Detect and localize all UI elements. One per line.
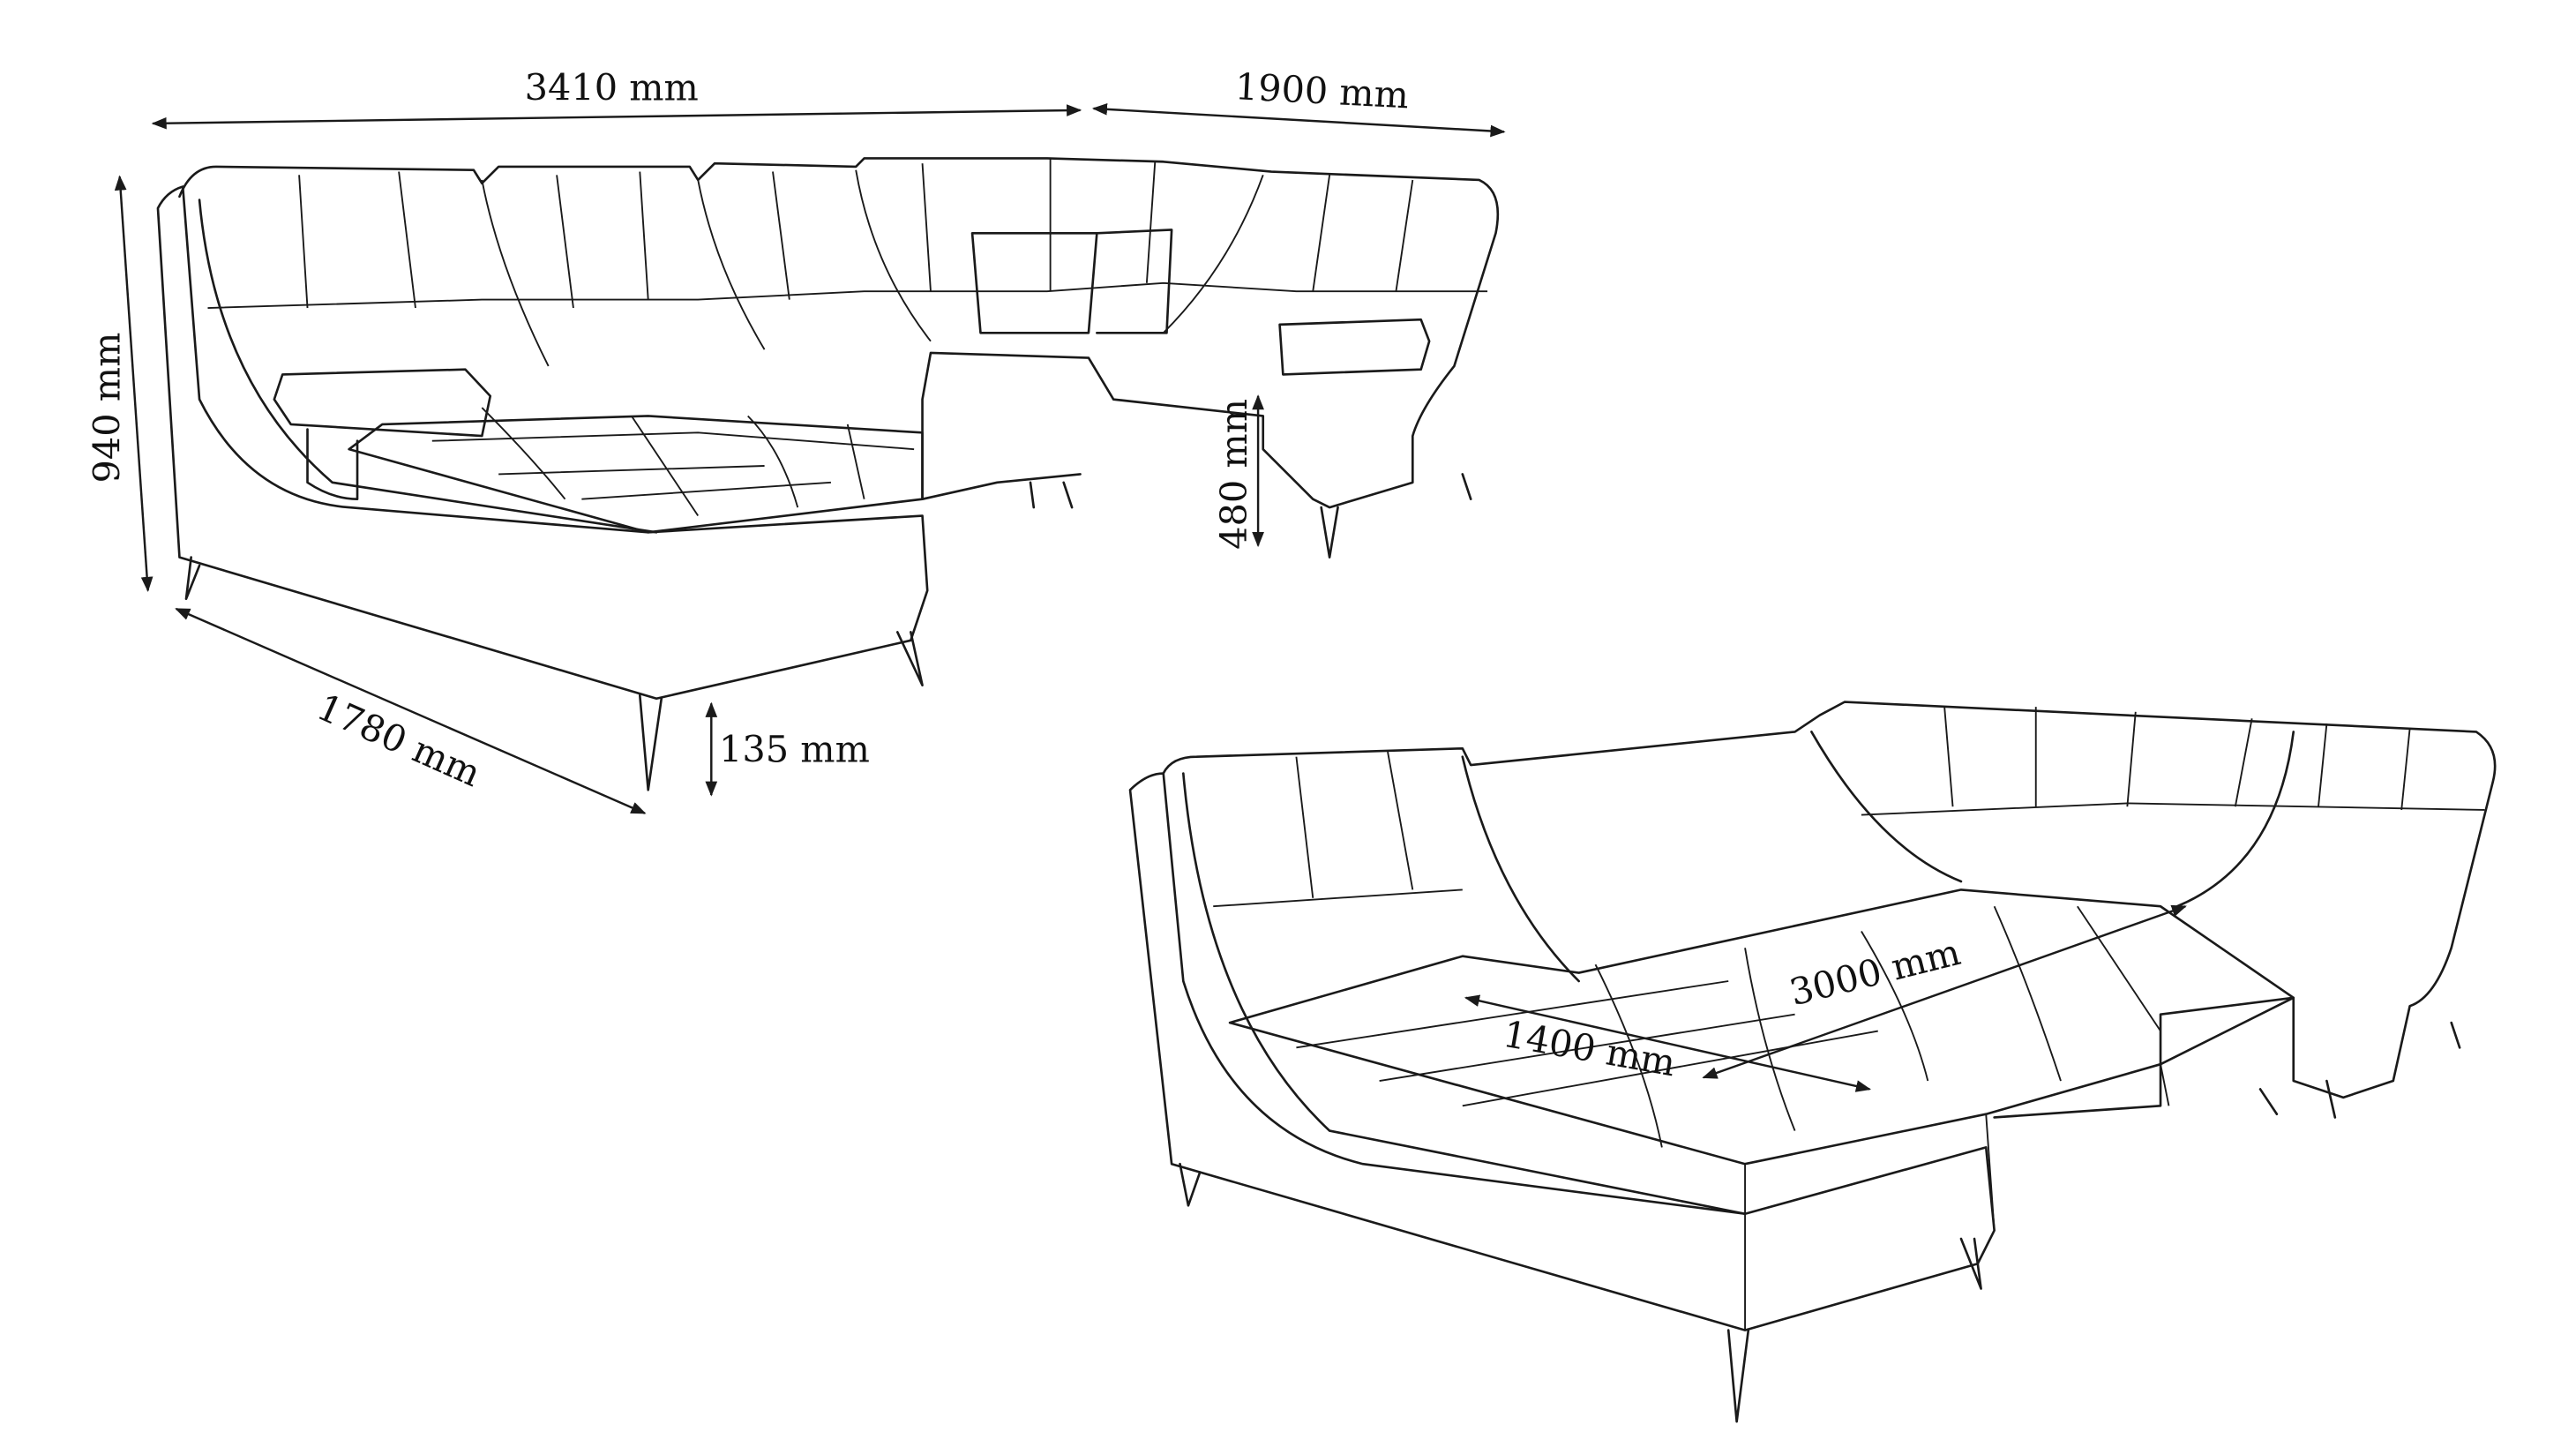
- depth-arrow: [175, 607, 647, 814]
- bed-mode-sofa-drawing: [1128, 701, 2497, 1423]
- height-arrow: [114, 175, 154, 593]
- assembled-sofa-drawing: [156, 157, 1500, 791]
- height-label: 940 mm: [86, 333, 129, 484]
- bed-length-arrow: [1702, 904, 2187, 1079]
- width-right-arrow: [1091, 102, 1506, 138]
- leg-height-label: 135 mm: [719, 728, 870, 770]
- depth-label: 1780 mm: [311, 686, 487, 795]
- seat-height-label: 480 mm: [1213, 399, 1255, 550]
- width-left-label: 3410 mm: [525, 67, 699, 109]
- width-left-arrow: [151, 104, 1082, 130]
- bed-length-label: 3000 mm: [1786, 931, 1965, 1014]
- width-right-label: 1900 mm: [1234, 65, 1410, 116]
- bed-width-label: 1400 mm: [1500, 1013, 1679, 1085]
- bed-width-arrow: [1464, 994, 1872, 1092]
